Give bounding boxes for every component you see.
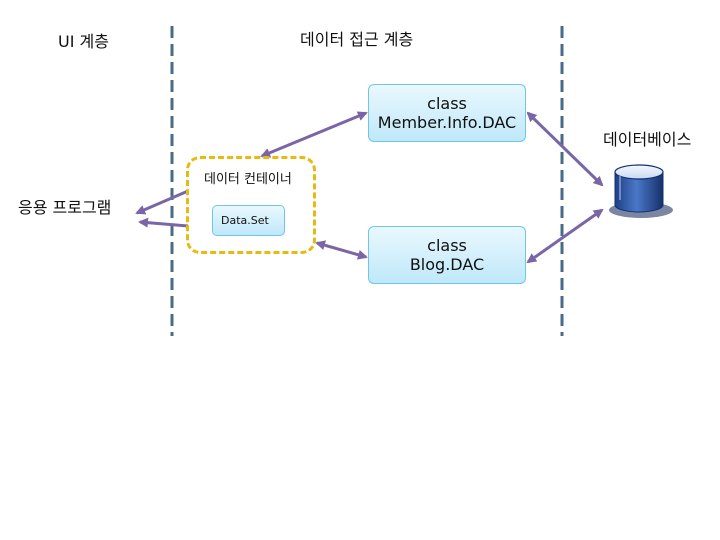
member-info-dac-box: class Member.Info.DAC [368, 84, 526, 142]
arrow-container-member [260, 111, 368, 158]
database-label: 데이터베이스 [603, 130, 692, 149]
blog-dac-box: class Blog.DAC [368, 226, 526, 284]
member-class-name: Member.Info.DAC [377, 113, 517, 132]
database-icon [609, 164, 673, 218]
arrow-app-container-lower [138, 217, 189, 228]
dataset-box: Data.Set [212, 205, 285, 236]
member-class-keyword: class [427, 93, 467, 113]
data-container-label: 데이터 컨테이너 [204, 172, 292, 187]
arrow-container-blog [315, 240, 368, 260]
blog-class-name: Blog.DAC [409, 255, 485, 274]
application-label: 응용 프로그램 [18, 198, 112, 217]
ui-layer-label: UI 계층 [58, 32, 109, 51]
arrow-member-database [526, 111, 604, 187]
arrow-app-container-upper [135, 189, 189, 215]
blog-class-keyword: class [427, 235, 467, 255]
arrow-blog-database [526, 208, 604, 264]
dataset-label: Data.Set [221, 214, 269, 227]
data-container-group [186, 156, 316, 254]
data-access-layer-label: 데이터 접근 계층 [300, 30, 414, 49]
